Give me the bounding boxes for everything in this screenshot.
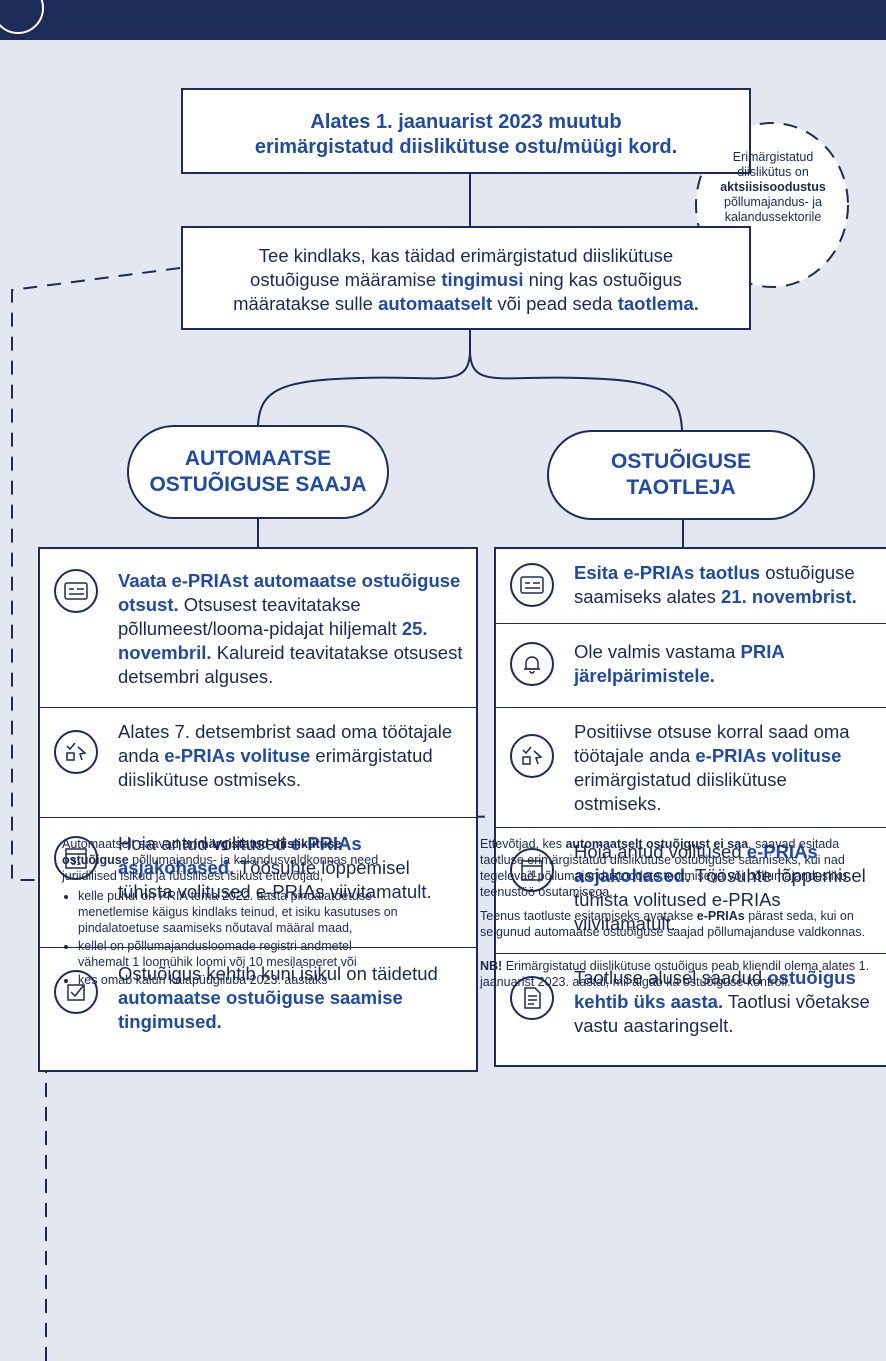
document-icon [510,976,554,1020]
checklist-icon [54,730,98,774]
excise-note-line-5: kalandussektorile [724,210,822,224]
right-item-3-text: Positiivse otsuse korral saad oma töötaj… [574,721,850,814]
id-card-icon [54,569,98,613]
calendar-icon: 31 [54,836,98,880]
checkbox-icon [54,970,98,1014]
applicant-note: Ettevõtjad, kes automaatselt ostuõigust … [480,836,870,998]
list-item: kelle puhul on PRIA tema 2022. aasta pin… [78,888,402,936]
right-item-3: Positiivse otsuse korral saad oma töötaj… [496,707,886,827]
left-item-3-text: Hoia antud volitused e-PRIAs asjakohased… [118,833,432,902]
right-item-2: Ole valmis vastama PRIA järelpärimistele… [496,623,886,707]
list-item: kes omab kaluri kalapüügiluba 2023. aast… [78,972,402,988]
left-card: Vaata e-PRIAst automaatse ostuõiguse ots… [38,547,478,1072]
id-card-icon [510,563,554,607]
left-item-3: 31 Hoia antud volitused e-PRIAs asjakoha… [40,817,476,947]
bell-icon [510,642,554,686]
left-item-2: Alates 7. detsembrist saad oma töötajale… [40,707,476,817]
applicant-note-p1: Ettevõtjad, kes automaatselt ostuõigust … [480,837,847,899]
eligibility-line-1: Tee kindlaks, kas täidad erimärgistatud … [258,245,674,266]
header-bar [0,0,886,40]
intro-line-2: erimärgistatud diislikütuse ostu/müügi k… [254,136,678,158]
right-item-5-text: Taotluse alusel saadud ostuõigus kehtib … [574,967,870,1036]
automatic-rights-intro: Automaatselt saavad erimärgistatud diisl… [62,837,379,883]
applicant-note-p3: NB! Erimärgistatud diislikütuse ostuõigu… [480,959,870,989]
checklist-icon [510,734,554,778]
excise-note-line-3: aktsiisisoodustus [720,180,826,194]
right-item-2-text: Ole valmis vastama PRIA järelpärimistele… [574,641,785,686]
right-item-4: 31 Hoia antud volitused e-PRIAs asjakoha… [496,827,886,953]
intro-box: Alates 1. jaanuarist 2023 muutub erimärg… [181,88,751,174]
list-item: kellel on põllumajandusloomade registri … [78,938,402,970]
svg-text:31: 31 [527,869,537,879]
excise-note-line-1: Erimärgistatud [732,150,814,164]
left-item-1-text: Vaata e-PRIAst automaatse ostuõiguse ots… [118,570,463,687]
calendar-icon: 31 [510,848,554,892]
left-item-4: Ostuõigus kehtib kuni isikul on täidetud… [40,947,476,1072]
automatic-rights-list: kelle puhul on PRIA tema 2022. aasta pin… [62,888,402,988]
right-item-5: Taotluse alusel saadud ostuõigus kehtib … [496,953,886,1067]
svg-text:31: 31 [71,857,81,867]
right-card: Esita e-PRIAs taotlus ostuõiguse saamise… [494,547,886,1067]
eligibility-line-3: määratakse sulle automaatselt või pead s… [233,293,699,314]
excise-note-line-4: põllumajandus- ja [724,195,822,209]
right-item-4-text: Hoia antud volitused e-PRIAs asjakohased… [574,841,866,934]
eligibility-box: Tee kindlaks, kas täidad erimärgistatud … [181,226,751,330]
applicant-note-p2: Teenus taotluste esitamiseks avatakse e-… [480,909,865,939]
excise-note-line-2: diislikütus on [737,165,809,179]
intro-line-1: Alates 1. jaanuarist 2023 muutub [310,111,622,133]
left-item-1: Vaata e-PRIAst automaatse ostuõiguse ots… [40,549,476,707]
left-item-2-text: Alates 7. detsembrist saad oma töötajale… [118,721,453,790]
excise-note: Erimärgistatud diislikütus on aktsiisiso… [698,150,848,225]
eligibility-line-2: ostuõiguse määramise tingimusi ning kas … [250,269,682,290]
automatic-rights-note: Automaatselt saavad erimärgistatud diisl… [62,836,402,990]
right-item-1-text: Esita e-PRIAs taotlus ostuõiguse saamise… [574,562,857,607]
left-item-4-text: Ostuõigus kehtib kuni isikul on täidetud… [118,963,438,1032]
right-item-1: Esita e-PRIAs taotlus ostuõiguse saamise… [496,549,886,623]
